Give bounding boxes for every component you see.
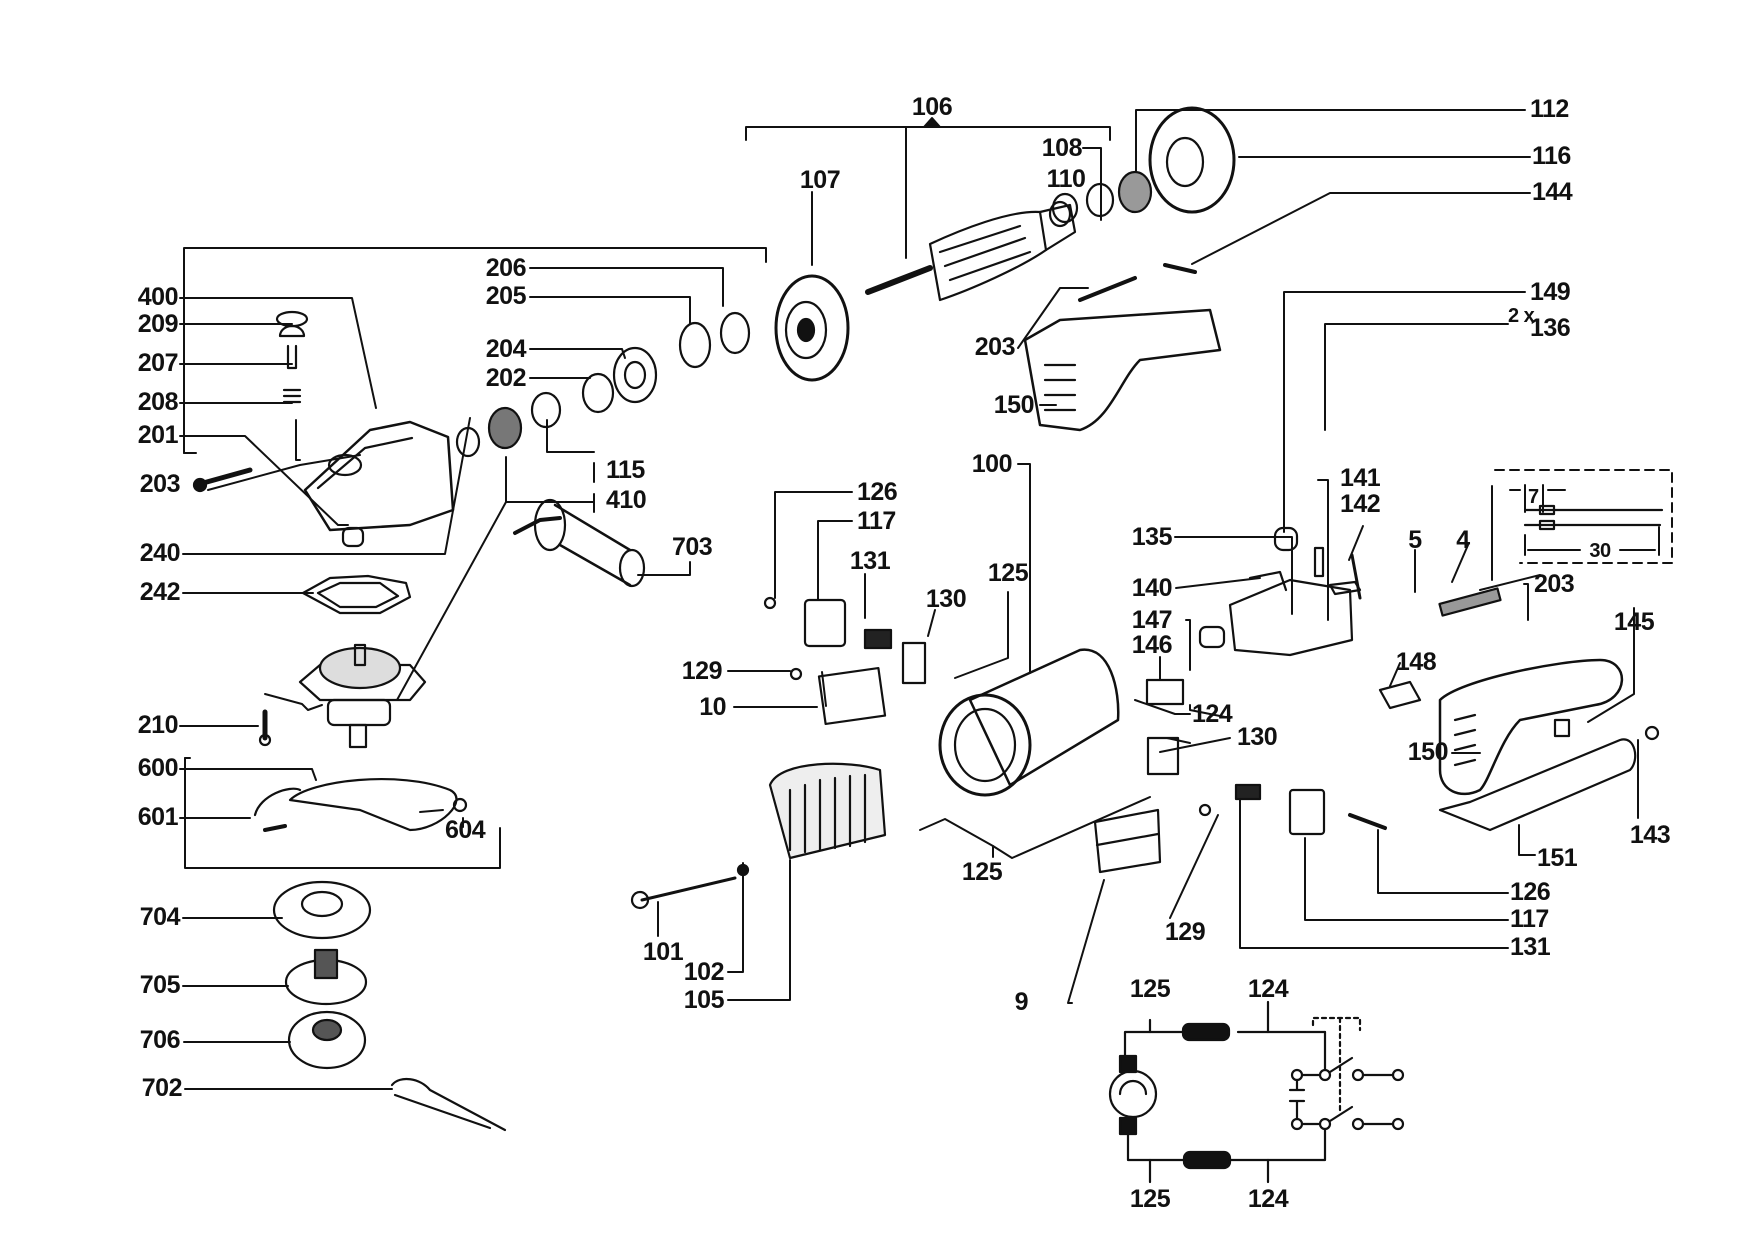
part-label-600: 600 xyxy=(137,754,179,782)
part-label-144: 144 xyxy=(1532,178,1573,206)
part-label-204: 204 xyxy=(485,335,527,363)
part-label-203: 203 xyxy=(1534,570,1575,598)
part-label-206: 206 xyxy=(485,254,527,282)
schematic-label-125-bottom: 125 xyxy=(1129,1185,1171,1213)
rear-handle-part xyxy=(1438,658,1624,796)
part-label-105: 105 xyxy=(683,986,725,1014)
side-handle-part xyxy=(513,498,646,588)
spindle-assembly-part xyxy=(298,643,427,749)
part-label-147: 147 xyxy=(1131,606,1173,634)
wiring-schematic xyxy=(1108,1000,1405,1184)
part-label-705: 705 xyxy=(139,971,181,999)
part-label-148: 148 xyxy=(1395,648,1437,676)
part-label-102: 102 xyxy=(683,958,725,986)
part-label-706: 706 xyxy=(139,1026,181,1054)
part-label-140: 140 xyxy=(1131,574,1173,602)
part-label-108: 108 xyxy=(1041,134,1083,162)
part-label-142: 142 xyxy=(1340,490,1381,518)
part-label-210: 210 xyxy=(137,711,179,739)
part-label-703: 703 xyxy=(672,533,713,561)
part-label-115: 115 xyxy=(606,456,645,484)
part-label-107: 107 xyxy=(799,166,841,194)
part-label-240: 240 xyxy=(139,539,181,567)
part-label-207: 207 xyxy=(137,349,179,377)
part-label-116: 116 xyxy=(1532,142,1571,170)
part-label-141: 141 xyxy=(1340,464,1381,492)
part-label-202: 202 xyxy=(485,364,527,392)
gear-housing-part xyxy=(303,420,455,532)
part-label-126: 126 xyxy=(857,478,898,506)
quantity-2x: 2 x xyxy=(1508,305,1535,327)
motor-housing-part xyxy=(938,648,1120,797)
part-label-4: 4 xyxy=(1456,526,1470,554)
part-label-145: 145 xyxy=(1613,608,1655,636)
part-label-702: 702 xyxy=(141,1074,183,1102)
motor-symbol xyxy=(1108,1069,1158,1119)
part-label-704: 704 xyxy=(139,903,181,931)
part-label-117: 117 xyxy=(1510,905,1549,933)
schematic-label-124-top: 124 xyxy=(1247,975,1289,1003)
part-label-100: 100 xyxy=(971,450,1013,478)
part-label-143: 143 xyxy=(1629,821,1671,849)
parts-artwork xyxy=(192,106,1664,1132)
part-label-101: 101 xyxy=(642,938,684,966)
large-gear-part xyxy=(774,274,850,382)
part-label-208: 208 xyxy=(137,388,179,416)
part-label-10: 10 xyxy=(699,693,726,721)
part-label-131: 131 xyxy=(1510,933,1551,961)
part-label-201: 201 xyxy=(137,421,179,449)
guard-part xyxy=(253,778,468,832)
part-label-203: 203 xyxy=(139,470,181,498)
part-label-242: 242 xyxy=(139,578,181,606)
part-label-136: 136 xyxy=(1530,314,1571,342)
cable-length-30: 30 xyxy=(1589,540,1611,562)
part-label-150: 150 xyxy=(1407,738,1449,766)
part-label-205: 205 xyxy=(485,282,527,310)
part-label-129: 129 xyxy=(681,657,723,685)
schematic-label-124-bottom: 124 xyxy=(1247,1185,1289,1213)
part-label-601: 601 xyxy=(137,803,179,831)
part-label-125: 125 xyxy=(961,858,1003,886)
cable-length-7: 7 xyxy=(1528,486,1539,508)
part-label-112: 112 xyxy=(1530,95,1569,123)
upper-handle-part xyxy=(1023,308,1222,432)
part-label-9: 9 xyxy=(1014,988,1029,1016)
part-label-203: 203 xyxy=(974,333,1016,361)
part-label-400: 400 xyxy=(137,283,179,311)
armature-part xyxy=(865,200,1077,302)
part-label-151: 151 xyxy=(1537,844,1578,872)
part-label-149: 149 xyxy=(1530,278,1571,306)
part-label-124: 124 xyxy=(1192,700,1233,728)
schematic-label-125-top: 125 xyxy=(1129,975,1171,1003)
part-label-410: 410 xyxy=(606,486,647,514)
part-label-150: 150 xyxy=(993,391,1035,419)
part-label-5: 5 xyxy=(1408,526,1422,554)
part-label-131: 131 xyxy=(849,547,891,575)
part-label-117: 117 xyxy=(857,507,896,535)
part-label-125: 125 xyxy=(987,559,1029,587)
part-label-604: 604 xyxy=(445,816,486,844)
part-label-130: 130 xyxy=(925,585,967,613)
part-label-130: 130 xyxy=(1237,723,1278,751)
field-coil-part xyxy=(768,762,887,860)
part-label-146: 146 xyxy=(1131,631,1173,659)
part-label-129: 129 xyxy=(1164,918,1206,946)
part-label-106: 106 xyxy=(911,93,953,121)
part-label-110: 110 xyxy=(1046,165,1086,193)
part-label-209: 209 xyxy=(137,310,179,338)
part-label-126: 126 xyxy=(1510,878,1551,906)
part-label-135: 135 xyxy=(1131,523,1173,551)
